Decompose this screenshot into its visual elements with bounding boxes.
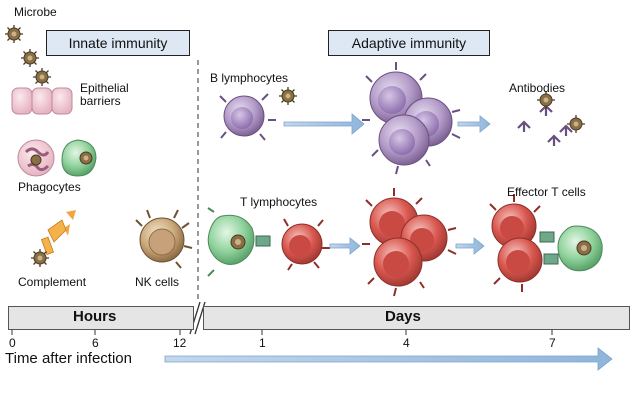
antibody-microbe-icon: [537, 91, 555, 109]
innate-immunity-title: Innate immunity: [46, 30, 190, 56]
timeline-ticks: [11, 329, 553, 335]
b-lymphocytes-label: B lymphocytes: [210, 71, 289, 85]
b-lymphocyte-icon: [219, 87, 297, 141]
nk-cells-label: NK cells: [135, 275, 180, 289]
tick-label: 12: [173, 336, 187, 350]
t-cell-cluster-icon: [362, 188, 457, 297]
effector-arrow: [455, 237, 485, 255]
days-label: Days: [385, 308, 421, 325]
hours-label: Hours: [73, 308, 117, 325]
antibody-arrow: [457, 115, 491, 133]
tick-label: 4: [403, 336, 410, 350]
complement-icon: [31, 210, 76, 267]
time-axis-label: Time after infection: [5, 350, 132, 367]
antibodies-label: Antibodies: [509, 81, 566, 95]
adaptive-immunity-title: Adaptive immunity: [328, 30, 490, 56]
t-expansion-arrow: [329, 237, 361, 255]
tick-label: 1: [259, 336, 266, 350]
hours-bar: [8, 306, 194, 330]
microbe-label: Microbe: [14, 5, 57, 19]
time-axis-arrow: [164, 347, 613, 371]
epithelial-barriers-label: Epithelial barriers: [80, 81, 129, 108]
nk-cell-icon: [135, 209, 193, 269]
antigen-presenting-cell-icon: [207, 207, 255, 277]
effector-t-cells-label: Effector T cells: [507, 185, 586, 199]
tick-label: 7: [549, 336, 556, 350]
phagocyte-icon: [17, 139, 97, 177]
antibody-microbe-icon-2: [567, 115, 585, 133]
effector-t-cells-icon: [489, 194, 603, 292]
complement-label: Complement: [18, 275, 87, 289]
tick-label: 6: [92, 336, 99, 350]
epithelial-cells-icon: [11, 87, 73, 115]
b-cell-cluster-icon: [362, 62, 461, 175]
days-bar: [203, 306, 630, 330]
b-expansion-arrow: [283, 113, 365, 135]
microbe-icon: [5, 25, 51, 86]
antibodies-icon: [517, 104, 573, 146]
tick-label: 0: [9, 336, 16, 350]
t-lymphocyte-icon: [255, 218, 330, 271]
phagocytes-label: Phagocytes: [18, 180, 81, 194]
t-lymphocytes-label: T lymphocytes: [240, 195, 318, 209]
